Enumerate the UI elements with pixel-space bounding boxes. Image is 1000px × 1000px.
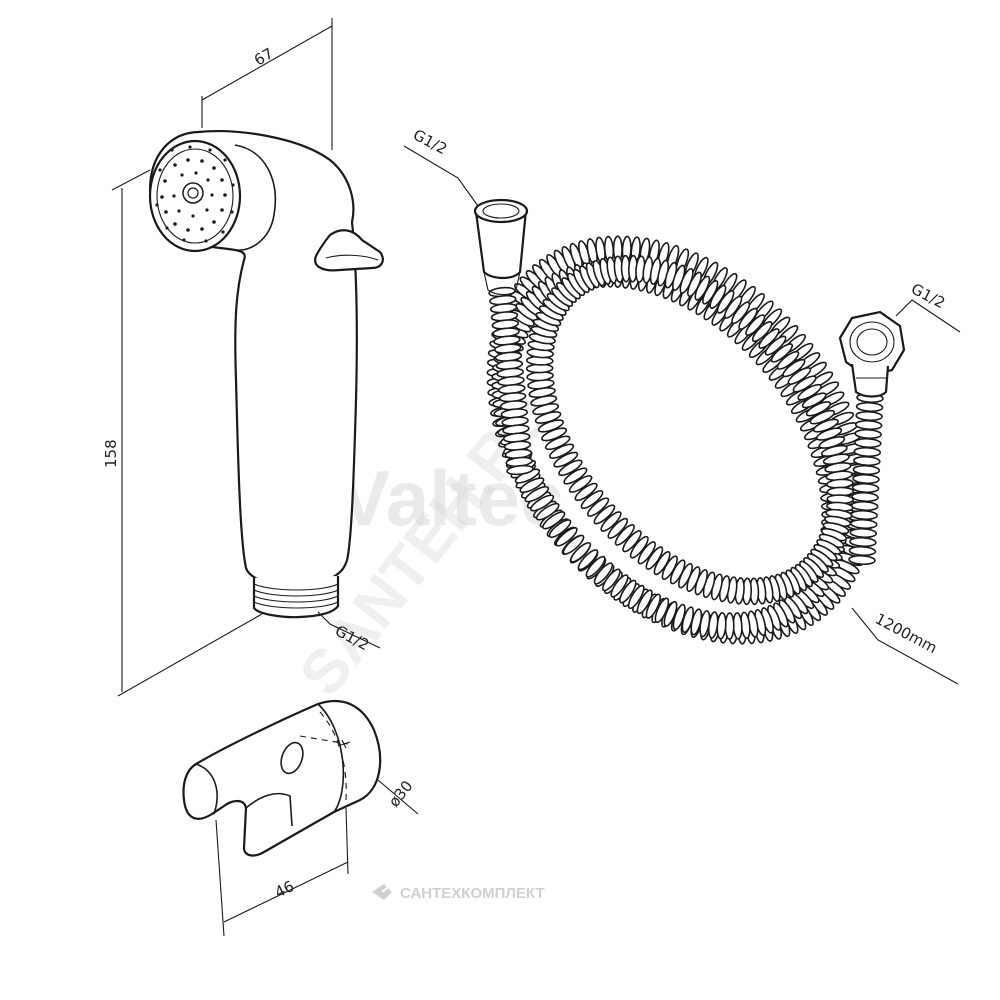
hose-corrugation-ring <box>568 475 593 493</box>
hose-corrugation-ring <box>855 410 883 422</box>
hose-corrugation-ring <box>853 455 881 467</box>
hose-corrugation-ring <box>593 504 616 525</box>
hose-corrugation-ring <box>724 295 743 319</box>
dimension-width-label: 67 <box>251 44 277 69</box>
hose-corrugation-ring <box>600 511 622 532</box>
hose-corrugation-ring <box>738 307 758 330</box>
hose-corrugation-ring <box>850 509 878 521</box>
trigger-lever <box>314 229 384 272</box>
hose-coil <box>486 235 884 645</box>
hose-outlet-nut <box>838 310 906 398</box>
hose-corrugation-ring <box>851 491 879 503</box>
hose-corrugation-ring <box>519 477 545 494</box>
dimension-height-label: 158 <box>102 439 120 468</box>
hose-inlet-fitting <box>473 198 529 296</box>
hose-corrugation-ring <box>610 574 629 598</box>
hose-corrugation-ring <box>782 358 806 378</box>
hose-corrugation-ring <box>801 392 827 409</box>
hose-corrugation-ring <box>577 549 599 571</box>
hose-corrugation-ring <box>607 517 629 539</box>
hose-corrugation-ring <box>848 554 876 566</box>
hose-corrugation-ring <box>553 451 579 468</box>
hose-length-label: 1200mm <box>872 610 940 658</box>
hose-corrugation-ring <box>751 321 773 343</box>
spray-nozzle-holes <box>155 145 235 243</box>
hose-corrugation-ring <box>555 527 578 547</box>
hose-corrugation-ring <box>797 383 822 401</box>
hose-corrugation-ring <box>563 467 588 485</box>
hose-corrugation-ring <box>506 464 534 476</box>
hose-corrugation-ring <box>764 335 787 356</box>
sprayer-thread-connector <box>252 576 340 619</box>
hose-corrugation-ring <box>745 314 766 336</box>
dimension-height-158: 158 <box>102 169 263 697</box>
hose-corrugation-ring <box>852 464 881 476</box>
hose-corrugation-ring <box>637 541 656 565</box>
hose-corrugation-ring <box>854 419 883 431</box>
hose-corrugation-ring <box>716 290 735 314</box>
hose-corrugation-ring <box>619 579 637 604</box>
watermark-company: САНТЕХКОМПЛЕКТ <box>400 885 545 902</box>
hose-corrugation-ring <box>853 446 882 458</box>
hose-corrugation-ring <box>627 584 645 610</box>
hose-corrugation-ring <box>850 518 878 530</box>
company-logo <box>372 883 393 900</box>
hose-corrugation-ring <box>622 530 642 553</box>
hose-length-callout: 1200mm <box>851 607 959 685</box>
hose-corrugation-ring <box>758 328 780 349</box>
hand-sprayer <box>148 130 384 619</box>
hose-corrugation-ring <box>663 600 678 627</box>
hose-corrugation-ring <box>548 443 575 459</box>
hose-corrugation-ring <box>585 555 606 578</box>
hose-corrugation-ring <box>562 534 585 555</box>
hose-corrugation-ring <box>645 593 661 619</box>
hose-corrugation-ring <box>654 597 670 624</box>
hose-corrugation-ring <box>731 301 751 325</box>
hose-corrugation-ring <box>850 500 879 512</box>
hose-corrugation-ring <box>548 519 572 539</box>
hose-corrugation-ring <box>776 350 800 370</box>
hose-outlet-thread-label: G1/2 <box>908 280 948 313</box>
hose-corrugation-ring <box>849 527 878 539</box>
hose-corrugation-ring <box>614 524 635 546</box>
hose-corrugation-ring <box>770 343 794 363</box>
hose-corrugation-ring <box>848 545 877 557</box>
holder-width-label: 46 <box>272 877 297 902</box>
dimension-holder-diameter: ø30 <box>377 777 419 815</box>
hose-corrugation-ring <box>724 612 735 640</box>
hose-outlet-callout: G1/2 <box>895 280 961 333</box>
hose-corrugation-ring <box>535 502 560 521</box>
hose-corrugation-ring <box>792 375 817 393</box>
hose-corrugation-ring <box>851 482 880 494</box>
holder-diameter-label: ø30 <box>385 777 417 810</box>
hose-corrugation-ring <box>854 428 882 440</box>
hose-corrugation-ring <box>530 494 555 512</box>
hose-corrugation-ring <box>645 546 664 570</box>
hose-corrugation-ring <box>574 482 598 502</box>
hose-corrugation-ring <box>524 485 550 503</box>
hose-inlet-callout: G1/2 <box>403 126 479 207</box>
hose-corrugation-ring <box>601 568 621 592</box>
hose-corrugation-ring <box>787 367 812 385</box>
hose-corrugation-ring <box>542 511 566 530</box>
hose-corrugation-ring <box>570 541 592 563</box>
hose-corrugation-ring <box>629 535 649 559</box>
wall-holder <box>182 699 382 857</box>
hose-corrugation-ring <box>593 562 614 585</box>
flexible-hose <box>473 198 906 645</box>
hose-corrugation-ring <box>586 497 610 517</box>
hose-corrugation-ring <box>855 401 884 413</box>
hose-corrugation-ring <box>672 603 686 631</box>
hose-corrugation-ring <box>636 589 653 615</box>
hose-corrugation-ring <box>854 437 882 449</box>
hose-corrugation-ring <box>580 490 604 510</box>
hose-corrugation-ring <box>805 401 832 417</box>
hose-corrugation-ring <box>558 459 583 477</box>
hose-corrugation-ring <box>852 473 880 485</box>
hose-corrugation-ring <box>849 536 877 548</box>
